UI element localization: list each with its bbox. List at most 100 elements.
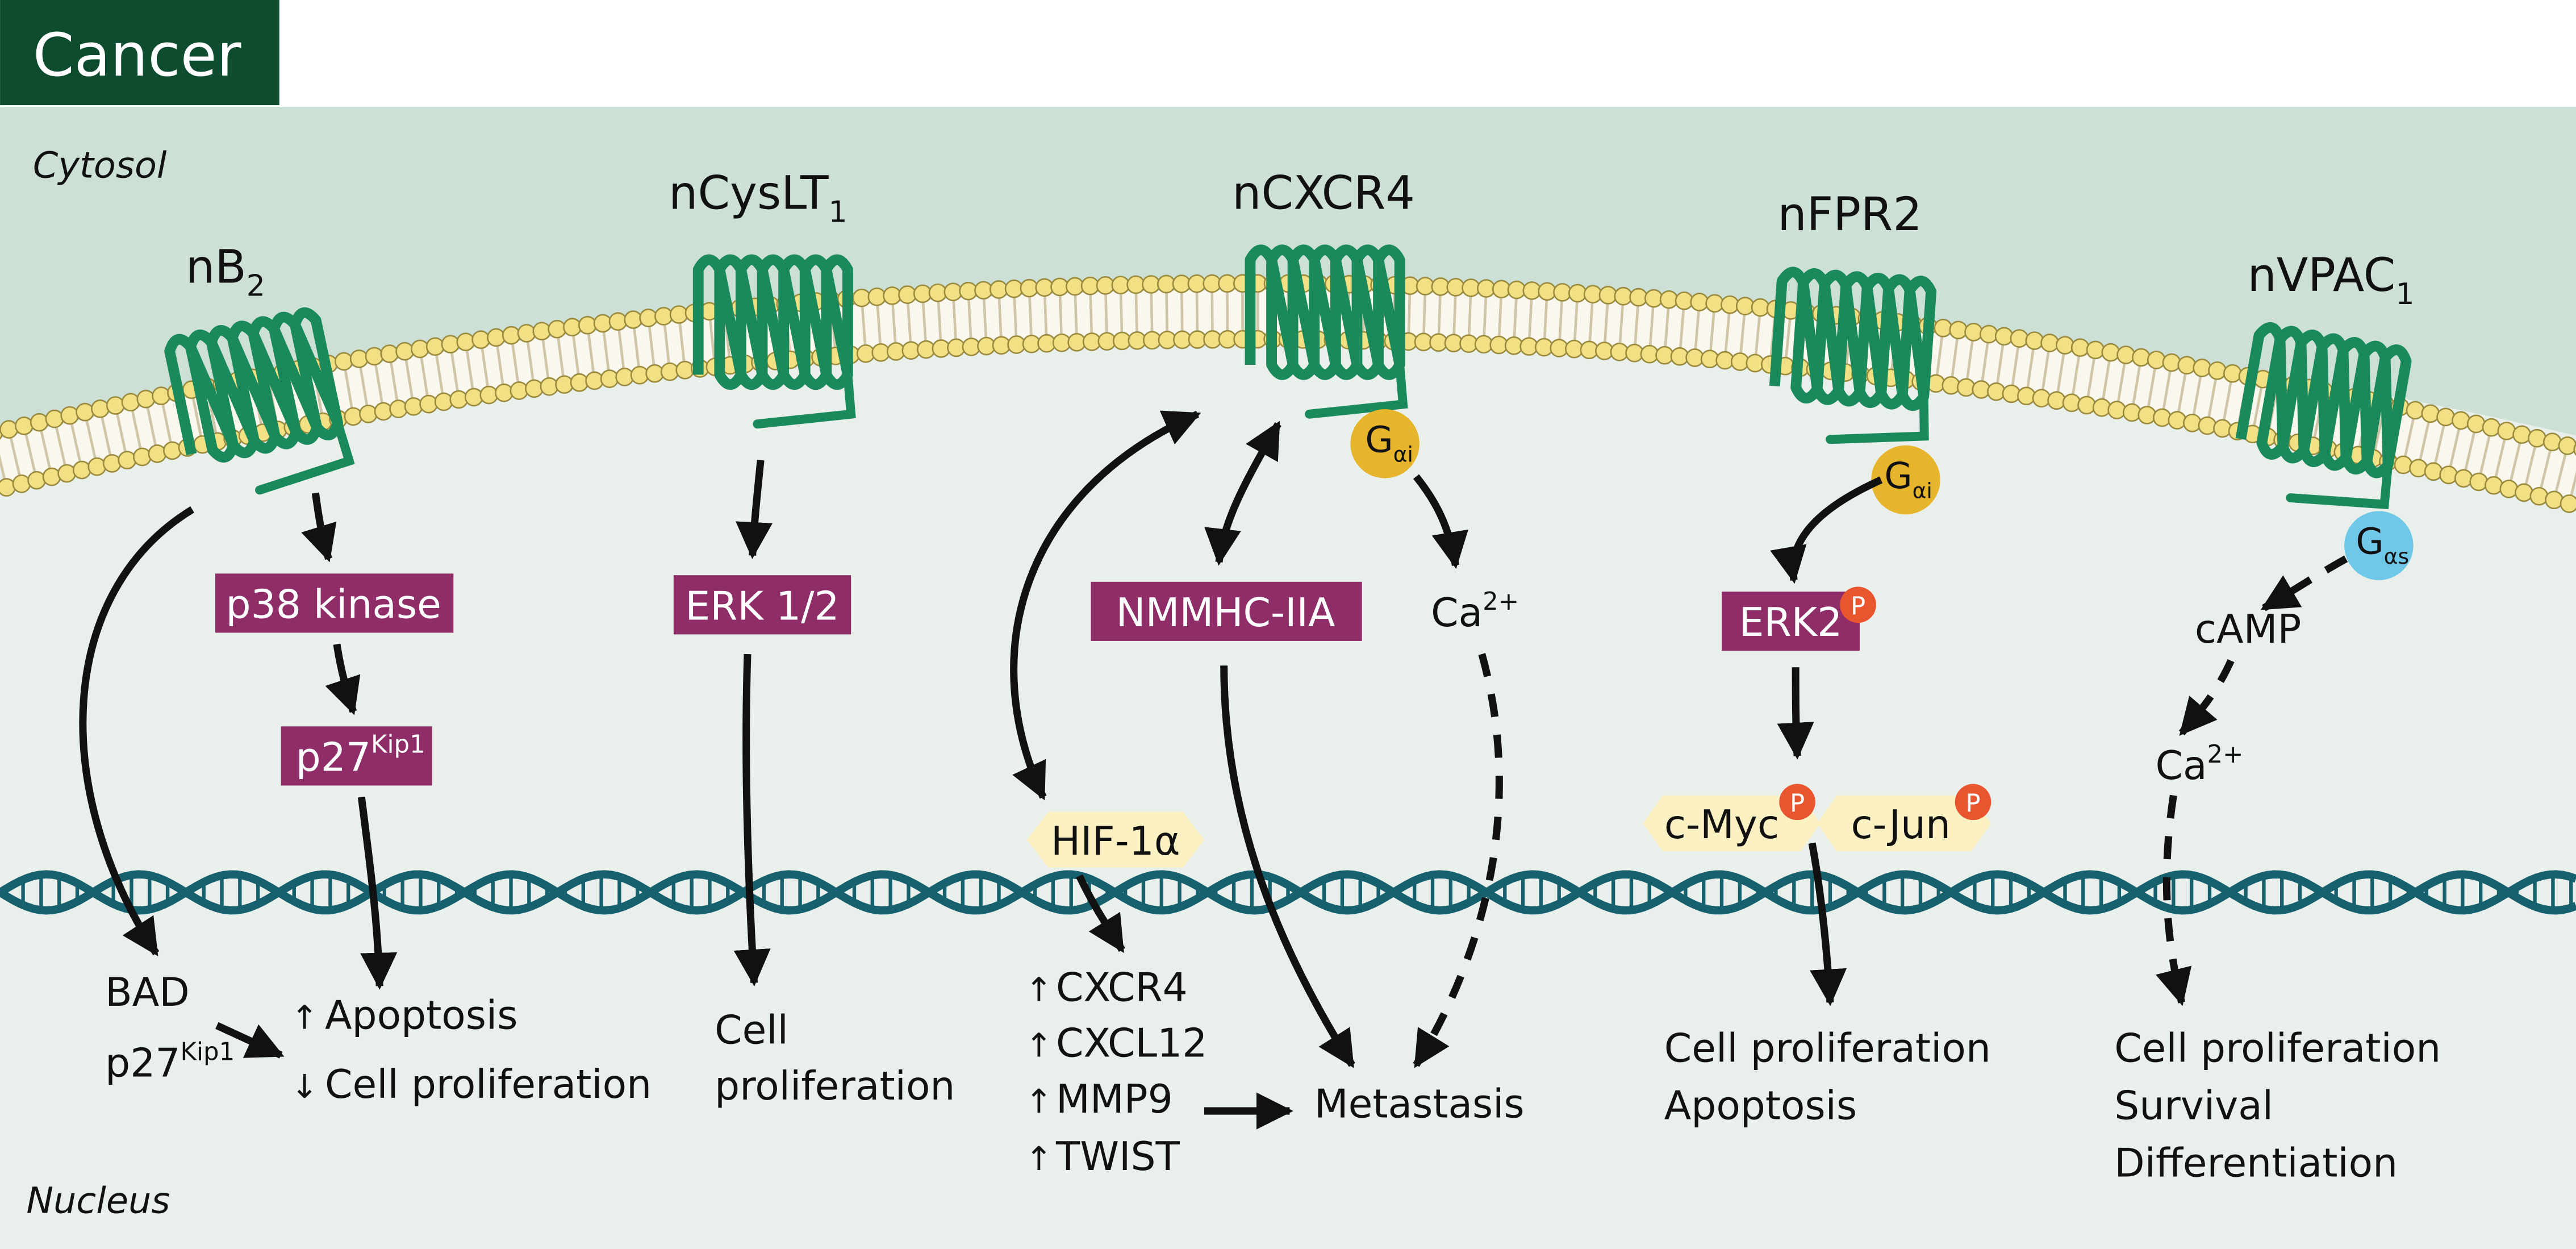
arrow-camp-calcium: [2178, 659, 2235, 736]
lipid-tail: [131, 408, 143, 451]
p38-kinase-label: p38 kinase: [226, 582, 441, 627]
lipid-head: [2529, 486, 2549, 506]
gene-cxcl12: ↑CXCL12: [1025, 1021, 1208, 1067]
lipid-tail: [982, 297, 988, 340]
lipid-head: [2101, 343, 2120, 362]
lipid-head: [2542, 432, 2562, 452]
lipid-tail: [2222, 380, 2233, 422]
lipid-tail: [967, 297, 972, 341]
lipid-head: [2394, 455, 2413, 474]
lipid-head: [1538, 282, 1557, 301]
pathway-arrows: [79, 410, 2348, 1130]
lipid-head: [121, 393, 140, 412]
lipid-tail: [632, 326, 641, 369]
lipid-tail: [1664, 306, 1670, 349]
lipid-tail: [556, 335, 565, 378]
lipid-tail: [1210, 290, 1214, 333]
lipid-tail: [389, 360, 399, 403]
lipid-head: [132, 447, 152, 467]
lipid-head: [2223, 364, 2242, 383]
lipid-head: [479, 385, 499, 405]
lipid-head: [2436, 407, 2455, 427]
lipid-tail: [2192, 374, 2202, 417]
lipid-tail: [708, 318, 716, 361]
lipid-head: [608, 312, 628, 331]
erk-outcome-line1: Cell: [715, 1007, 788, 1053]
arrow-hif-genes: [1076, 874, 1125, 954]
lipid-tail: [997, 295, 1003, 339]
lipid-tail: [876, 303, 882, 346]
g-alpha-s-vpac1: Gαs: [2344, 511, 2414, 580]
lipid-tail: [2177, 371, 2187, 414]
lipid-tail: [1089, 292, 1093, 335]
lipid-head: [27, 471, 46, 490]
lipid-head: [2040, 334, 2059, 352]
lipid-tail: [2116, 361, 2127, 404]
lipid-head: [1751, 298, 1770, 317]
transmembrane-helices: [2235, 322, 2412, 478]
lipid-head: [441, 335, 460, 354]
lipid-head: [2147, 351, 2166, 369]
lipid-head: [163, 441, 182, 460]
vpac-outcome-line2: Survival: [2114, 1084, 2273, 1129]
transmembrane-helices: [1245, 244, 1405, 380]
lipid-tail: [2524, 444, 2537, 487]
lipid-head: [1553, 283, 1572, 302]
lipid-head: [2409, 459, 2428, 478]
lipid-tail: [2539, 448, 2552, 490]
bad-label: BAD: [105, 970, 190, 1015]
lipid-tail: [891, 302, 897, 345]
lipid-head: [2482, 418, 2501, 437]
lipid-tail: [921, 300, 927, 343]
lipid-head: [411, 339, 429, 359]
lipid-head: [1735, 297, 1755, 315]
svg-text:P: P: [1851, 593, 1865, 621]
nmmhc-label: NMMHC-IIA: [1116, 590, 1335, 636]
lipid-head: [1675, 291, 1694, 310]
header-tab: [0, 0, 279, 106]
lipid-head: [471, 330, 490, 349]
lipid-head: [349, 349, 369, 368]
dna-strand-b: [0, 870, 2576, 915]
gene-list: ↑CXCR4 ↑CXCL12 ↑MMP9 ↑TWIST: [1025, 965, 1208, 1180]
arrow-cxcr4-hif: [1010, 410, 1201, 801]
lipid-tail: [617, 327, 625, 371]
lipid-tail: [358, 365, 369, 408]
lipid-head: [563, 318, 582, 337]
lipid-tail: [861, 304, 867, 347]
lipid-head: [1994, 327, 2014, 346]
lipid-tail: [511, 342, 520, 385]
lipid-tail: [2252, 385, 2264, 428]
lipid-head: [913, 284, 932, 303]
lipid-tail: [0, 454, 7, 481]
lipid-head: [380, 344, 399, 363]
arrow-p27-apoptosis: [357, 796, 398, 990]
lipid-head: [1659, 290, 1679, 309]
lipid-tail: [2448, 426, 2461, 469]
lipid-tail: [450, 350, 460, 393]
lipid-head: [2107, 401, 2127, 419]
lipid-head: [2421, 404, 2440, 423]
lipid-tail: [1573, 299, 1579, 343]
lipid-tail: [2086, 356, 2096, 399]
lipid-tail: [678, 320, 686, 364]
g-alpha-i-cxcr4: Gαi: [1350, 409, 1419, 478]
p27-kinase-box: [281, 726, 432, 786]
lipid-head: [867, 287, 887, 306]
gene-cxcr4: ↑CXCR4: [1025, 965, 1188, 1010]
vpac-outcome-line3: Differentiation: [2114, 1141, 2398, 1186]
lipid-tail: [1180, 290, 1184, 334]
lipid-tail: [1497, 295, 1503, 339]
c-terminal-tail: [2286, 460, 2393, 510]
lipid-head: [2515, 483, 2533, 502]
lipid-head: [42, 467, 61, 486]
erk12-box: [673, 575, 851, 635]
lipid-head: [1598, 286, 1618, 305]
hif-badge: [1026, 811, 1205, 868]
lipid-tail: [1981, 340, 1990, 384]
lipid-head: [1568, 284, 1587, 303]
lipid-head: [1614, 286, 1633, 306]
lipid-head: [1979, 324, 1998, 344]
